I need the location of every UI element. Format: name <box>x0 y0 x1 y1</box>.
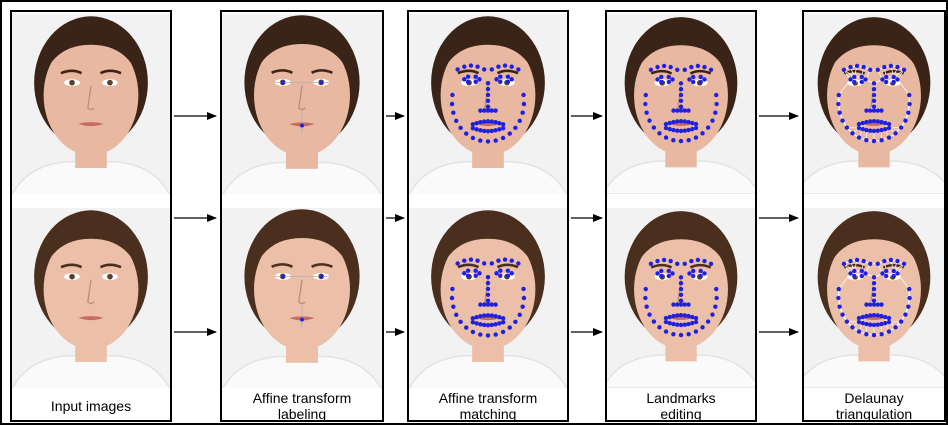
flow-arrows <box>2 2 948 427</box>
pipeline-figure: Input images Affine transform labeling A… <box>0 0 948 425</box>
